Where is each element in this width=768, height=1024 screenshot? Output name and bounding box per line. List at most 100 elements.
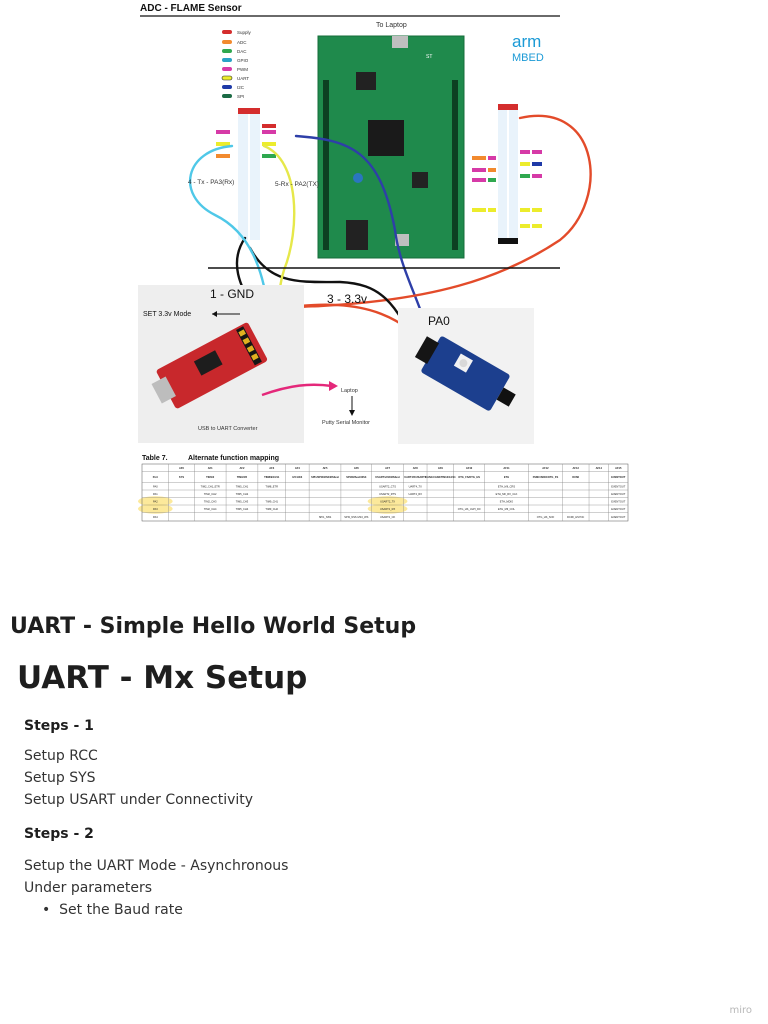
- af-subheader-cell: TIM3/4/5: [237, 475, 248, 479]
- af-subheader-cell: I2C1/2/3: [292, 475, 302, 479]
- af-header-cell: AF6: [354, 466, 359, 470]
- af-header-cell: AF0: [179, 466, 184, 470]
- af-header-cell: AF9: [438, 466, 443, 470]
- af-header-cell: AF15: [615, 466, 622, 470]
- row-highlight: [367, 496, 408, 507]
- af-cell: SPI1_NSS: [319, 515, 332, 519]
- af-subheader-cell: SPI3/I2Sext/I2S3: [346, 475, 367, 479]
- right-pin-chart: [472, 104, 542, 244]
- stm32-discovery-board: ST: [317, 35, 465, 259]
- af-cell: TIM2_CH4: [204, 507, 217, 511]
- af-cell: OTG_HS_ULPI_D0: [458, 507, 481, 511]
- steps2-title: Steps - 2: [24, 826, 94, 842]
- gnd-label: 1 - GND: [210, 287, 254, 301]
- laptop-label: Laptop: [341, 388, 358, 394]
- af-subheader-cell: CAN1/CAN2/TIM12/13/14: [425, 475, 456, 479]
- wire-blue-pa0: [294, 134, 432, 342]
- af-cell: TIM2_CH1_ETR: [201, 484, 220, 488]
- af-subheader-cell: ETH: [504, 475, 509, 479]
- legend-item: PWM: [237, 67, 248, 72]
- mode-arrowhead: [212, 311, 217, 317]
- af-cell: EVENTOUT: [611, 492, 625, 496]
- mode-label: SET 3.3v Mode: [143, 311, 191, 318]
- af-header-cell: AF14: [596, 466, 603, 470]
- af-header-cell: AF8: [413, 466, 418, 470]
- port-cell: PA1: [153, 492, 158, 496]
- steps1-title: Steps - 1: [24, 718, 94, 734]
- steps2-line: Setup the UART Mode - Asynchronous: [24, 858, 289, 874]
- row-highlight: [138, 503, 173, 514]
- bullet-dot: •: [42, 902, 60, 918]
- af-subheader-cell: TIM1/2: [206, 475, 215, 479]
- legend-item: DAC: [237, 49, 247, 54]
- legend-item: ADC: [237, 40, 247, 45]
- af-cell: DCMI_HSYNC: [567, 515, 584, 519]
- af-cell: EVENTOUT: [611, 499, 625, 503]
- legend-item: GPIO: [237, 58, 249, 63]
- af-cell: SPI3_NSS I2S3_WS: [344, 515, 368, 519]
- af-cell: ETH_MDIO: [500, 499, 513, 503]
- row-highlight: [138, 496, 173, 507]
- left-pin-chart: [216, 108, 276, 240]
- laptop-arrow: [261, 383, 333, 397]
- af-header-cell: AF12: [542, 466, 549, 470]
- af-cell: TIM9_CH1: [265, 499, 278, 503]
- wire-red-3v3: [266, 114, 592, 320]
- section-heading: UART - Mx Setup: [17, 660, 308, 696]
- port-cell: PA4: [153, 515, 158, 519]
- steps2-line: Under parameters: [24, 880, 153, 896]
- audio-jack: [346, 220, 368, 250]
- wire-cyan-tx: [188, 144, 272, 327]
- af-cell: TIM5_CH3: [236, 499, 249, 503]
- miro-watermark: miro: [729, 1005, 752, 1016]
- steps1-line: Setup USART under Connectivity: [24, 792, 254, 808]
- pin-legend: Supply ADC DAC GPIO PWM UART I2C SPI: [221, 30, 252, 99]
- arm-logo: arm: [512, 32, 541, 51]
- af-cell: ETH_MII_CRS: [498, 484, 515, 488]
- port-cell: PA0: [153, 484, 158, 488]
- steps1-line: Setup RCC: [24, 748, 98, 764]
- af-cell: UART4_TX: [409, 484, 422, 488]
- port-cell: PA3: [153, 507, 158, 511]
- af-header-cell: AF11: [503, 466, 510, 470]
- af-cell: EVENTOUT: [611, 515, 625, 519]
- steps1-line: Setup SYS: [24, 770, 96, 786]
- af-subheader-cell: UART4/5/USART6: [404, 475, 426, 479]
- af-subheader-cell: SYS: [179, 475, 184, 479]
- legend-item: Supply: [237, 30, 252, 35]
- wiring-diagram: ADC - FLAME Sensor Supply ADC DAC GPIO P…: [138, 3, 629, 522]
- converter-label: USB to UART Converter: [198, 426, 258, 432]
- af-header-cell: AF10: [466, 466, 473, 470]
- af-cell: USART2_TX: [380, 499, 395, 503]
- af-header-cell: AF2: [240, 466, 245, 470]
- af-subheader-cell: Port: [153, 475, 158, 479]
- af-subheader-cell: FSMC/SDIO/OTG_FS: [533, 475, 559, 479]
- v33-label: 3 - 3.3v: [327, 292, 367, 306]
- af-header-cell: AF7: [385, 466, 390, 470]
- usb-uart-converter: [151, 322, 268, 409]
- af-cell: TIM5_CH1: [236, 484, 249, 488]
- legend-item: I2C: [237, 85, 245, 90]
- af-subheader-cell: OTG_FS/OTG_HS: [458, 475, 480, 479]
- legend-item: SPI: [237, 94, 244, 99]
- af-cell: TIM9_CH2: [265, 507, 278, 511]
- af-header-cell: AF4: [295, 466, 300, 470]
- af-cell: OTG_HS_SOF: [537, 515, 555, 519]
- af-subheader-cell: SPI1/SPI2/I2S2/I2S2ext: [311, 475, 339, 479]
- af-cell: USART2_RX: [380, 507, 396, 511]
- rx-label: 5-Rx - PA2(TX): [275, 181, 319, 188]
- flame-sensor-module: [414, 336, 516, 411]
- table-title: Alternate function mapping: [188, 455, 279, 462]
- af-header-cell: AF5: [323, 466, 328, 470]
- af-cell: EVENTOUT: [611, 507, 625, 511]
- to-laptop-label: To Laptop: [376, 22, 407, 29]
- af-header-cell: AF13: [573, 466, 580, 470]
- af-header-cell: AF3: [269, 466, 274, 470]
- user-button: [353, 173, 363, 183]
- main-heading: UART - Simple Hello World Setup: [10, 614, 417, 639]
- af-cell: TIM5_CH2: [236, 492, 249, 496]
- laptop-arrowhead: [329, 381, 338, 391]
- af-cell: USART2_RTS: [379, 492, 396, 496]
- usb-port: [392, 36, 408, 48]
